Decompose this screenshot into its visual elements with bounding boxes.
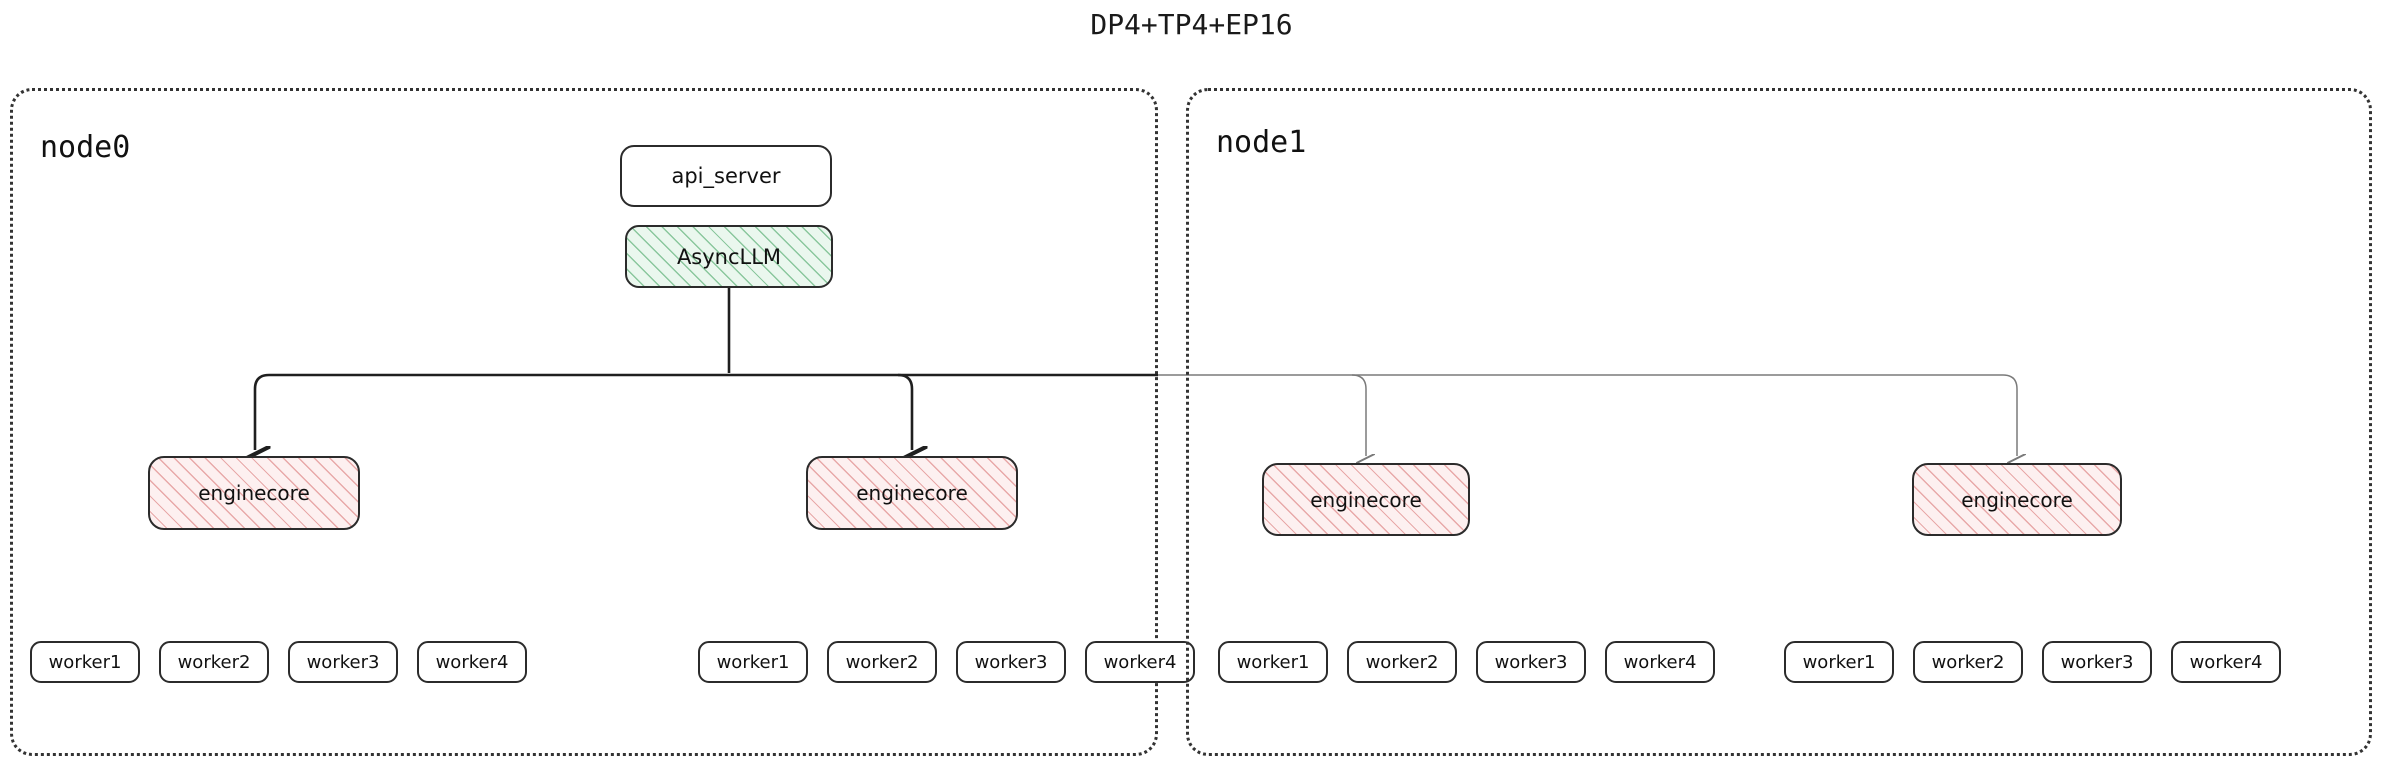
worker-box[interactable]: worker3 <box>1476 641 1586 683</box>
worker-label: worker4 <box>2189 651 2263 673</box>
node-container-node1 <box>1186 88 2372 756</box>
enginecore-label: enginecore <box>198 481 310 505</box>
worker-box[interactable]: worker1 <box>698 641 808 683</box>
worker-box[interactable]: worker2 <box>159 641 269 683</box>
worker-box[interactable]: worker3 <box>288 641 398 683</box>
worker-box[interactable]: worker4 <box>1085 641 1195 683</box>
node-container-node0 <box>10 88 1158 756</box>
worker-box[interactable]: worker2 <box>827 641 937 683</box>
worker-box[interactable]: worker3 <box>956 641 1066 683</box>
async_llm-box[interactable]: AsyncLLM <box>625 225 833 288</box>
worker-label: worker1 <box>48 651 122 673</box>
enginecore-box[interactable]: enginecore <box>148 456 360 530</box>
worker-label: worker3 <box>974 651 1048 673</box>
worker-box[interactable]: worker1 <box>30 641 140 683</box>
worker-box[interactable]: worker1 <box>1218 641 1328 683</box>
worker-label: worker2 <box>1931 651 2005 673</box>
enginecore-label: enginecore <box>1961 487 2073 512</box>
worker-box[interactable]: worker3 <box>2042 641 2152 683</box>
worker-label: worker4 <box>1623 651 1697 673</box>
api_server-box[interactable]: api_server <box>620 145 832 207</box>
worker-label: worker2 <box>1365 651 1439 673</box>
api_server-label: api_server <box>671 164 781 188</box>
node-label-node1: node1 <box>1216 125 1307 160</box>
worker-label: worker3 <box>1494 651 1568 673</box>
worker-label: worker4 <box>435 651 509 673</box>
worker-label: worker1 <box>1236 651 1310 673</box>
worker-label: worker2 <box>845 651 919 673</box>
enginecore-box[interactable]: enginecore <box>1912 463 2122 536</box>
async_llm-label: AsyncLLM <box>676 244 782 269</box>
enginecore-box[interactable]: enginecore <box>806 456 1018 530</box>
worker-box[interactable]: worker2 <box>1347 641 1457 683</box>
worker-box[interactable]: worker2 <box>1913 641 2023 683</box>
enginecore-label: enginecore <box>1310 487 1422 512</box>
worker-label: worker1 <box>716 651 790 673</box>
page-title: DP4+TP4+EP16 <box>1090 8 1293 41</box>
worker-label: worker3 <box>2060 651 2134 673</box>
worker-box[interactable]: worker1 <box>1784 641 1894 683</box>
node-label-node0: node0 <box>40 130 131 165</box>
worker-box[interactable]: worker4 <box>417 641 527 683</box>
worker-label: worker4 <box>1103 651 1177 673</box>
worker-box[interactable]: worker4 <box>2171 641 2281 683</box>
worker-label: worker2 <box>177 651 251 673</box>
worker-label: worker3 <box>306 651 380 673</box>
worker-box[interactable]: worker4 <box>1605 641 1715 683</box>
enginecore-box[interactable]: enginecore <box>1262 463 1470 536</box>
worker-label: worker1 <box>1802 651 1876 673</box>
enginecore-label: enginecore <box>856 481 968 505</box>
